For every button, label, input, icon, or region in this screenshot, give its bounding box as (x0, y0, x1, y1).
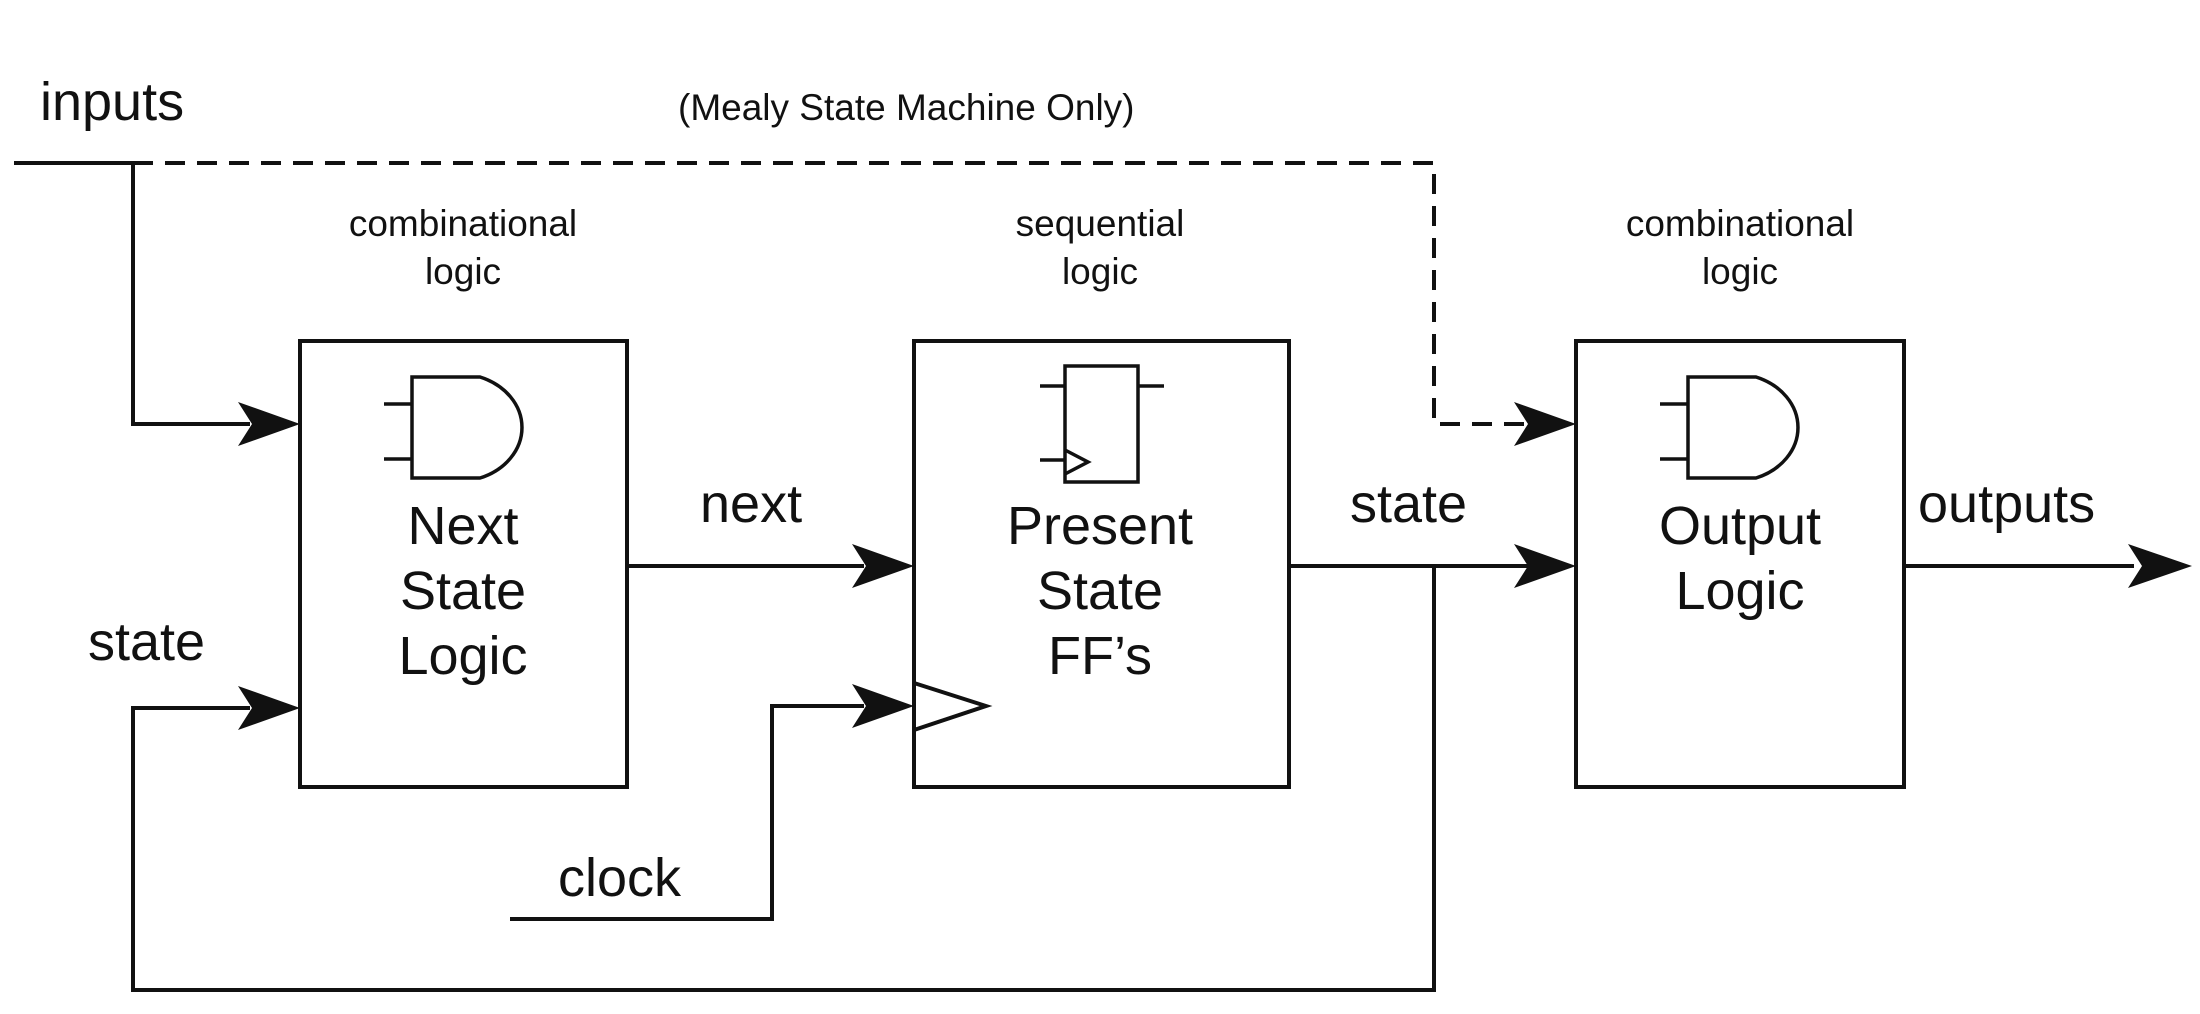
next-state-label-line2: State (400, 561, 526, 621)
mealy-note: (Mealy State Machine Only) (678, 87, 1135, 128)
output-logic-caption-line2: logic (1702, 251, 1778, 292)
clock-arrowhead (852, 684, 914, 728)
present-state-caption-line1: sequential (1016, 203, 1185, 244)
clock-label: clock (558, 848, 682, 908)
outputs-label: outputs (1918, 474, 2095, 534)
next-arrowhead (852, 544, 914, 588)
inputs-wire (14, 161, 250, 426)
next-state-label-line3: Logic (398, 626, 527, 686)
next-label: next (700, 474, 802, 534)
state-output-arrowhead (1514, 544, 1576, 588)
mealy-arrowhead (1514, 402, 1576, 446)
output-logic-label-line1: Output (1659, 496, 1821, 556)
state-feedback-arrowhead (238, 686, 300, 730)
next-state-caption-line2: logic (425, 251, 501, 292)
state-feedback-label: state (88, 612, 205, 672)
outputs-arrowhead (2128, 544, 2192, 588)
inputs-label: inputs (40, 72, 184, 132)
state-feedback-wire (131, 566, 1436, 992)
inputs-arrowhead (238, 402, 300, 446)
present-state-caption-line2: logic (1062, 251, 1138, 292)
mealy-dashed-wire (133, 161, 1528, 426)
clock-wire (510, 704, 864, 921)
present-state-label-line1: Present (1007, 496, 1193, 556)
present-state-ffs-block (912, 339, 1291, 789)
and-gate-icon (384, 375, 524, 480)
clock-input-triangle-icon (913, 681, 993, 732)
present-state-label-line2: State (1037, 561, 1163, 621)
flip-flop-icon (1040, 364, 1164, 484)
output-logic-label-line2: Logic (1675, 561, 1804, 621)
present-state-label-line3: FF’s (1048, 626, 1152, 686)
and-gate-icon (1660, 375, 1800, 480)
next-state-logic-block (298, 339, 629, 789)
state-output-label: state (1350, 474, 1467, 534)
output-logic-caption-line1: combinational (1626, 203, 1854, 244)
output-logic-block (1574, 339, 1906, 789)
next-state-caption-line1: combinational (349, 203, 577, 244)
next-state-label-line1: Next (407, 496, 518, 556)
